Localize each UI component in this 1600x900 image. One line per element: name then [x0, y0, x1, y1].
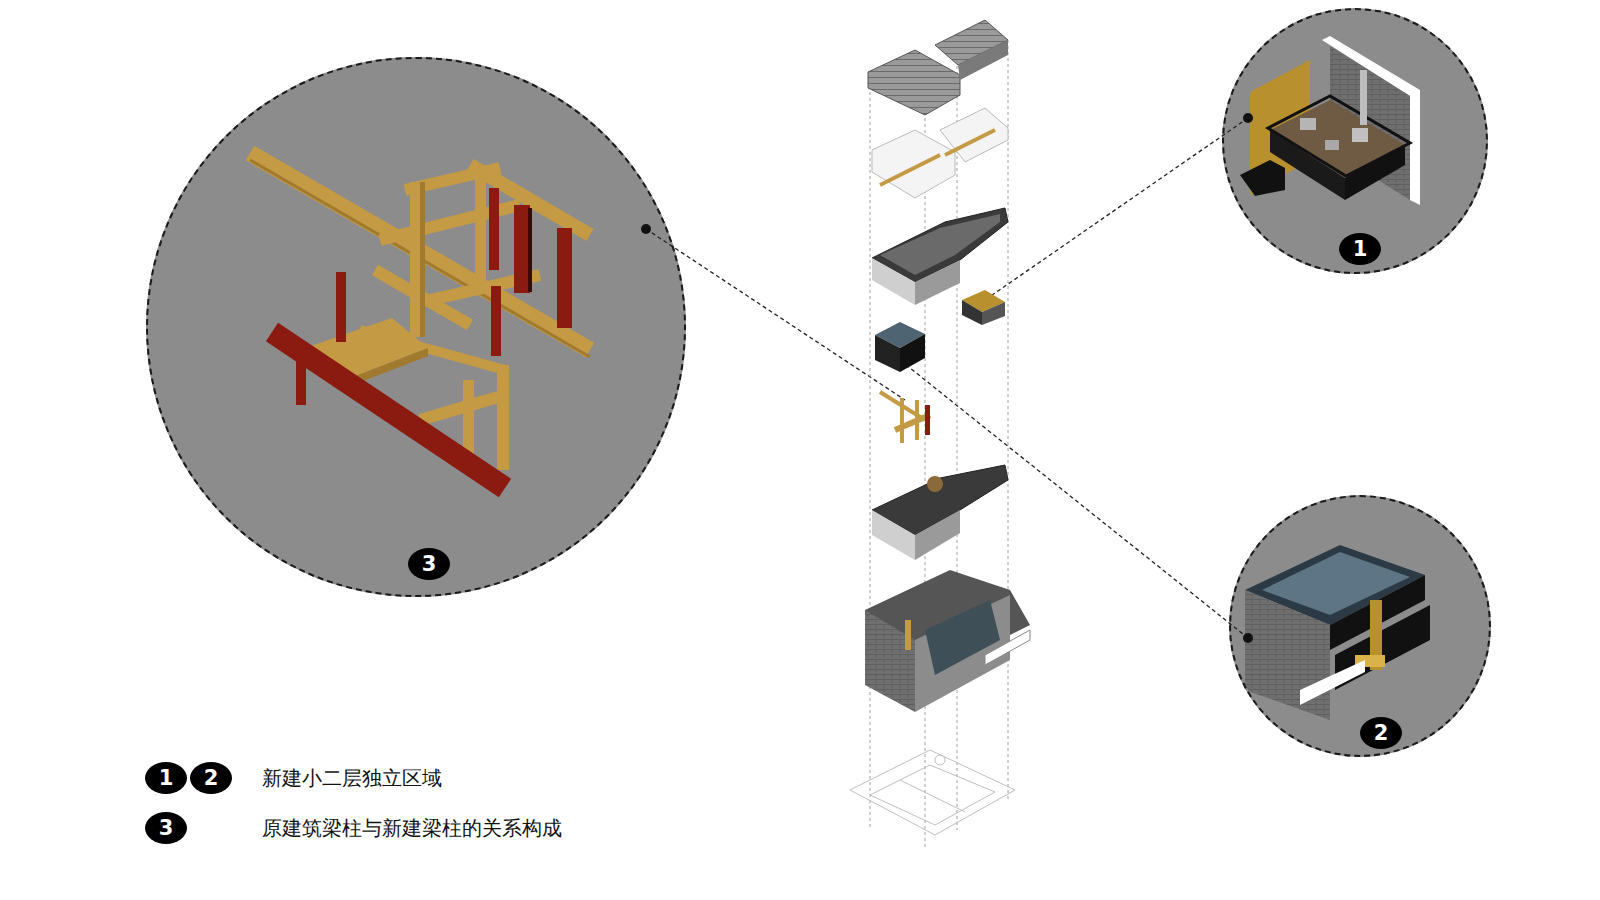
- detail-circle: [1229, 495, 1491, 757]
- detail-callout-circle: 3: [146, 57, 686, 597]
- detail-circle: [1222, 8, 1488, 274]
- callout-number: 1: [1339, 233, 1381, 265]
- legend-number: 2: [190, 762, 232, 794]
- detail-callout-circle: 2: [1229, 495, 1491, 757]
- guide-line: [870, 40, 1008, 850]
- mezzanine-room-2: [1245, 545, 1430, 720]
- callout-number: 2: [1360, 717, 1402, 749]
- building-stack: [850, 20, 1030, 835]
- detail-circle: [146, 57, 686, 597]
- legend-text: 新建小二层独立区域: [262, 766, 442, 790]
- legend-number: 1: [145, 762, 187, 794]
- leader-line: [646, 118, 1248, 638]
- detail-callout-circle: 1: [1222, 8, 1488, 274]
- callout-number: 3: [408, 548, 450, 580]
- beam-column-model: [250, 153, 590, 488]
- mezzanine-room-1: [1240, 36, 1420, 205]
- legend-text: 原建筑梁柱与新建梁柱的关系构成: [262, 816, 562, 840]
- legend-number: 3: [145, 812, 187, 844]
